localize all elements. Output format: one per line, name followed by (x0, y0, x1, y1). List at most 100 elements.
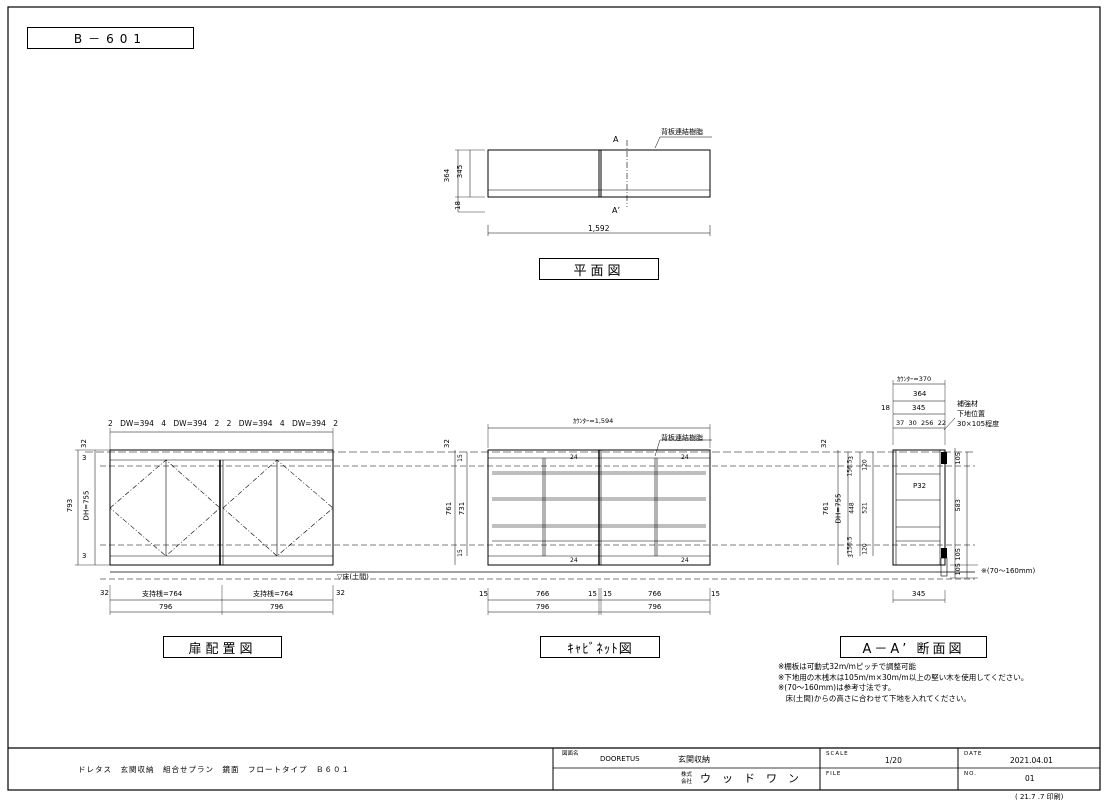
door-side-right: 32 (336, 589, 345, 597)
title-print-note: ( 21.7 .7 印刷) (1015, 793, 1064, 801)
title-company: ウ ッ ド ワ ン (700, 772, 799, 785)
door-title-box: 扉配置図 (163, 636, 282, 658)
section-part-4: 22 (937, 419, 946, 427)
title-file-label: FILE (826, 771, 842, 777)
plan-back-label: 背板連結樹脂 (661, 128, 703, 136)
section-left-dim-3: 448 (848, 502, 856, 514)
door-dw-8: DW=394 (292, 419, 326, 428)
door-support-1: 支持桟=764 (142, 590, 183, 598)
door-dw-3: DW=394 (173, 419, 208, 428)
section-counter: ｶｳﾝﾀｰ=370 (897, 375, 932, 383)
drawing-number: B－601 (73, 31, 148, 46)
title-block-lines (8, 747, 1100, 790)
door-height-dh: DH=755 (82, 490, 91, 521)
cabinet-inner-width-1: 766 (536, 590, 550, 598)
door-floor-label: ▽床(土間) (337, 573, 369, 581)
cabinet-height-inner: 731 (458, 501, 467, 516)
section-reinforce-line-2: 下地位置 (957, 410, 985, 418)
section-right-dim-1: 120 (861, 459, 869, 471)
section-reinforce: 補強材 下地位置 30×105程度 (957, 399, 999, 429)
title-drawing-label: 図面名 (562, 751, 579, 757)
drawing-number-box: B－601 (27, 27, 194, 49)
door-view (75, 428, 975, 615)
section-far-right-4: 105 (953, 563, 962, 576)
section-left-dim-5: 3 (847, 554, 855, 558)
section-left-dim-4: 156.5 (846, 536, 854, 554)
door-unit-width-2: 796 (270, 603, 284, 611)
cabinet-shelf-marker-2: 24 (681, 454, 689, 461)
plan-base: 18 (453, 201, 462, 210)
door-dw-9: 2 (333, 419, 338, 428)
note-2: ※下地用の木桟木は105m/m×30m/m以上の堅い木を使用してください。 (778, 672, 1029, 682)
door-dw-2: 4 (161, 419, 167, 428)
cabinet-counter: ｶｳﾝﾀｰ=1,594 (573, 417, 614, 425)
door-top-dim: 32 (79, 439, 88, 448)
cabinet-edge-2: 15 (588, 590, 597, 598)
door-side-left: 32 (100, 589, 109, 597)
cabinet-height-outer: 761 (445, 501, 454, 516)
plan-title-box: 平面図 (539, 258, 659, 280)
title-no: 01 (1025, 774, 1035, 783)
plan-depth-inner: 345 (456, 164, 465, 179)
section-d18: 18 (881, 404, 890, 412)
title-brand: DOORETUS (600, 755, 640, 763)
note-3: ※(70～160mm)は参考寸法です。 (778, 683, 896, 692)
door-unit-width-1: 796 (159, 603, 173, 611)
door-top-gap: 3 (82, 454, 87, 462)
door-dw-4: 2 (214, 419, 220, 428)
cabinet-inner-width-2: 766 (648, 590, 662, 598)
door-title: 扉配置図 (188, 641, 257, 657)
title-category: 玄関収納 (678, 755, 710, 764)
title-scale-label: SCALE (826, 751, 849, 757)
section-far-right-3: 105 (953, 548, 962, 561)
section-d345: 345 (912, 404, 926, 412)
door-dw-row: 2 DW=394 4 DW=394 2 2 DW=394 4 DW=394 2 (108, 419, 338, 428)
section-height-outer: 761 (822, 501, 831, 516)
cabinet-edge-4: 15 (711, 590, 720, 598)
cabinet-title-box: ｷｬﾋﾞﾈｯﾄ図 (540, 636, 660, 658)
section-part-3: 256 (921, 419, 934, 427)
section-far-right-2: 583 (953, 499, 962, 512)
note-1: ※棚板は可動式32m/mピッチで調整可能 (778, 662, 916, 671)
plan-width: 1,592 (588, 224, 610, 233)
section-view (837, 380, 978, 603)
door-dw-7: 4 (279, 419, 285, 428)
cabinet-shelf-marker-4: 24 (681, 557, 689, 564)
title-date: 2021.04.01 (1010, 756, 1053, 765)
title-date-label: DATE (964, 751, 983, 757)
section-reinforce-line-1: 補強材 (957, 400, 978, 408)
cabinet-view (454, 424, 712, 615)
section-part-2: 30 (908, 419, 917, 427)
door-dw-0: 2 (108, 419, 113, 428)
plan-title: 平面図 (573, 263, 625, 279)
cabinet-unit-width-2: 796 (648, 603, 662, 611)
section-bottom-width: 345 (912, 590, 926, 598)
section-p32: P32 (913, 482, 927, 490)
plan-section-mark-top: A (613, 135, 619, 144)
section-top-dim: 32 (819, 439, 828, 448)
plan-depth-total: 364 (443, 168, 452, 183)
door-bottom-gap: 3 (82, 552, 87, 560)
door-dw-6: DW=394 (238, 419, 273, 428)
cabinet-unit-width-1: 796 (536, 603, 550, 611)
cabinet-bottom-small: 15 (456, 549, 464, 557)
cabinet-shelf-marker-1: 24 (570, 454, 578, 461)
section-part-1: 37 (896, 419, 905, 427)
section-reinforce-line-3: 30×105程度 (957, 420, 1000, 428)
cabinet-back-label: 背板連結樹脂 (661, 434, 703, 442)
section-right-dim-3: 120 (861, 543, 869, 555)
section-far-right-1: 105 (953, 452, 962, 465)
door-height-total: 793 (66, 498, 75, 513)
plan-view (455, 136, 712, 236)
section-right-dim-2: 521 (861, 502, 869, 514)
section-title-box: A－A’ 断面図 (840, 636, 987, 658)
title-description: ドレタス 玄関収納 組合せプラン 鏡面 フロートタイプ Ｂ６０１ (78, 765, 350, 774)
title-no-label: NO. (964, 771, 977, 777)
title-company-label-top: 株式 (681, 772, 693, 778)
door-support-2: 支持桟=764 (253, 590, 294, 598)
door-dw-5: 2 (226, 419, 232, 428)
section-title: A－A’ 断面図 (862, 641, 965, 657)
title-company-label-bottom: 会社 (681, 779, 693, 785)
cabinet-shelf-marker-3: 24 (570, 557, 578, 564)
